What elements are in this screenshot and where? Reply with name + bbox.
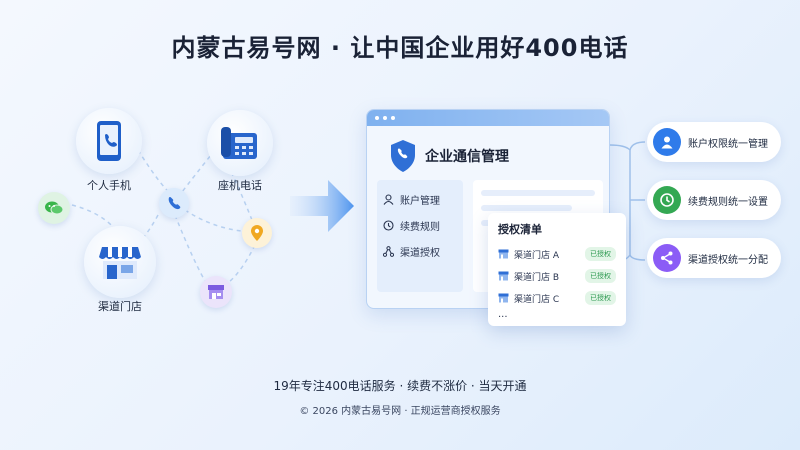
flow-arrow	[290, 178, 356, 234]
store-small-icon	[498, 271, 509, 281]
feature-label: 渠道授权统一分配	[688, 254, 768, 266]
user-icon	[653, 128, 681, 156]
shop-icon	[207, 284, 225, 300]
clock-icon	[653, 186, 681, 214]
mobile-phone-icon	[95, 120, 123, 162]
store-small-icon	[498, 293, 509, 303]
store-badge	[200, 276, 232, 308]
footer-tagline: 19年专注400电话服务 · 续费不涨价 · 当天开通	[273, 379, 527, 393]
storefront-icon	[98, 243, 142, 281]
auth-row-name: 渠道门店 A	[514, 250, 560, 261]
menu-item-renewal[interactable]: 续费规则	[377, 212, 463, 238]
mobile-node-label: 个人手机	[87, 179, 131, 192]
wechat-icon	[44, 200, 64, 216]
status-badge: 已授权	[585, 247, 616, 261]
phone-icon	[167, 196, 181, 210]
feature-channel-authorization[interactable]: 渠道授权统一分配	[647, 238, 781, 278]
menu-item-account[interactable]: 账户管理	[377, 186, 463, 212]
window-titlebar	[367, 110, 609, 126]
status-badge: 已授权	[585, 269, 616, 283]
auth-row[interactable]: 渠道门店 C 已授权	[498, 287, 616, 309]
menu-item-label: 续费规则	[400, 221, 440, 233]
store-small-icon	[498, 249, 509, 259]
mobile-node	[76, 108, 142, 174]
shield-phone-icon	[389, 139, 417, 173]
menu-item-channel[interactable]: 渠道授权	[377, 238, 463, 264]
feature-label: 账户权限统一管理	[688, 138, 768, 150]
feature-label: 续费规则统一设置	[688, 196, 768, 208]
feature-renewal-rules[interactable]: 续费规则统一设置	[647, 180, 781, 220]
console-menu: 账户管理 续费规则 渠道授权	[377, 180, 463, 292]
phone-call-badge	[159, 188, 189, 218]
store-node-label: 渠道门店	[98, 300, 142, 313]
user-outline-icon	[383, 193, 394, 205]
clock-outline-icon	[383, 219, 394, 231]
feature-account-permission[interactable]: 账户权限统一管理	[647, 122, 781, 162]
landline-node-label: 座机电话	[218, 179, 262, 192]
store-node	[84, 226, 156, 298]
footer-copyright: © 2026 内蒙古易号网 · 正规运营商授权服务	[299, 406, 501, 417]
page-title: 内蒙古易号网 · 让中国企业用好400电话	[171, 34, 629, 62]
auth-row-name: 渠道门店 C	[514, 294, 560, 305]
more-indicator: ...	[498, 309, 508, 320]
authorization-list-card: 授权清单 渠道门店 A 已授权 渠道门店 B 已授权 渠道门店 C 已授权 ..…	[488, 213, 626, 326]
landline-node	[207, 110, 273, 176]
menu-item-label: 账户管理	[400, 195, 440, 207]
menu-item-label: 渠道授权	[400, 247, 440, 259]
window-title: 企业通信管理	[425, 149, 509, 165]
location-badge	[242, 218, 272, 248]
auth-row[interactable]: 渠道门店 B 已授权	[498, 265, 616, 287]
wechat-badge	[38, 192, 70, 224]
share-outline-icon	[383, 245, 394, 257]
auth-row[interactable]: 渠道门店 A 已授权	[498, 243, 616, 265]
share-icon	[653, 244, 681, 272]
location-pin-icon	[250, 224, 264, 242]
auth-card-title: 授权清单	[498, 223, 542, 236]
auth-row-name: 渠道门店 B	[514, 272, 560, 283]
desk-phone-icon	[219, 125, 261, 161]
status-badge: 已授权	[585, 291, 616, 305]
